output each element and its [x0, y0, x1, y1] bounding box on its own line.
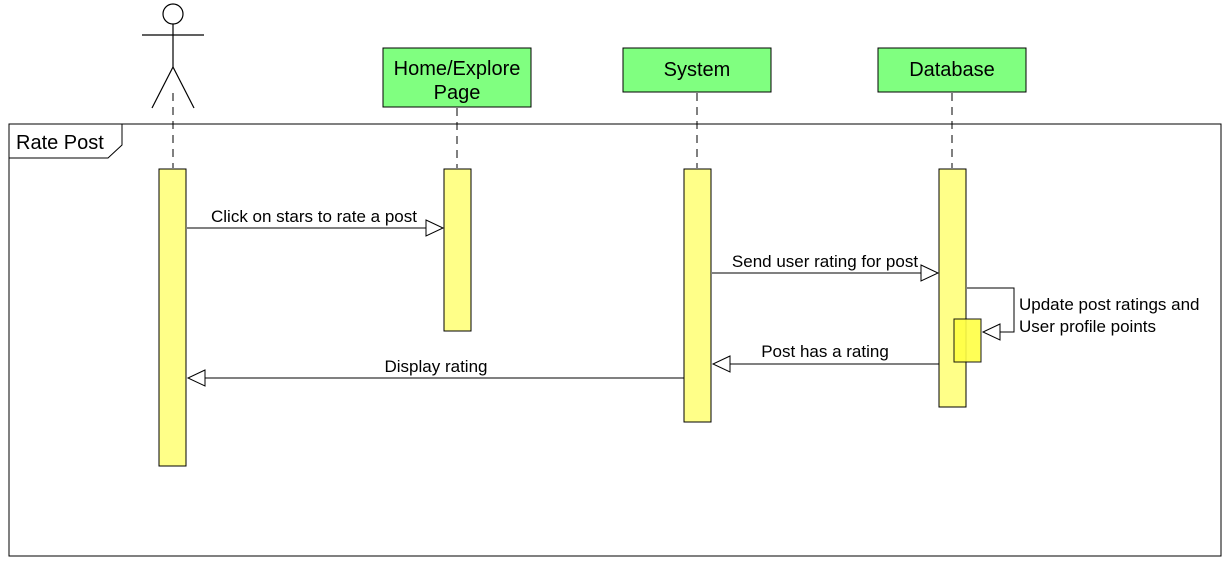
- message-2-label: Send user rating for post: [732, 252, 918, 271]
- message-4-arrowhead: [711, 355, 731, 373]
- database-participant-label: Database: [909, 59, 995, 81]
- message-2-arrowhead: [920, 264, 940, 282]
- message-5-arrowhead: [186, 369, 206, 387]
- message-4-label: Post has a rating: [761, 342, 889, 361]
- message-3-arrowhead: [981, 323, 1001, 341]
- database-activation: [938, 168, 967, 408]
- frame-border: [8, 123, 1222, 557]
- database-self-activation: [953, 318, 982, 363]
- frame-title: Rate Post: [16, 132, 104, 154]
- message-3-arrow: [967, 287, 1015, 333]
- system-participant-label: System: [664, 59, 731, 81]
- actor-activation: [158, 168, 187, 467]
- database-participant: [877, 47, 1027, 93]
- actor-icon: [142, 3, 204, 109]
- home-participant-label-line2: Page: [434, 82, 481, 104]
- message-5-label: Display rating: [385, 357, 488, 376]
- message-1-label: Click on stars to rate a post: [211, 207, 417, 226]
- system-activation: [683, 168, 712, 423]
- message-3-label-line2: User profile points: [1019, 317, 1156, 336]
- message-3-label-line1: Update post ratings and: [1019, 295, 1200, 314]
- home-activation: [443, 168, 472, 332]
- system-participant: [622, 47, 772, 93]
- home-explore-participant: [382, 47, 532, 108]
- frame-title-tab: [8, 123, 123, 159]
- home-participant-label-line1: Home/Explore: [394, 58, 521, 80]
- message-1-arrowhead: [425, 219, 445, 237]
